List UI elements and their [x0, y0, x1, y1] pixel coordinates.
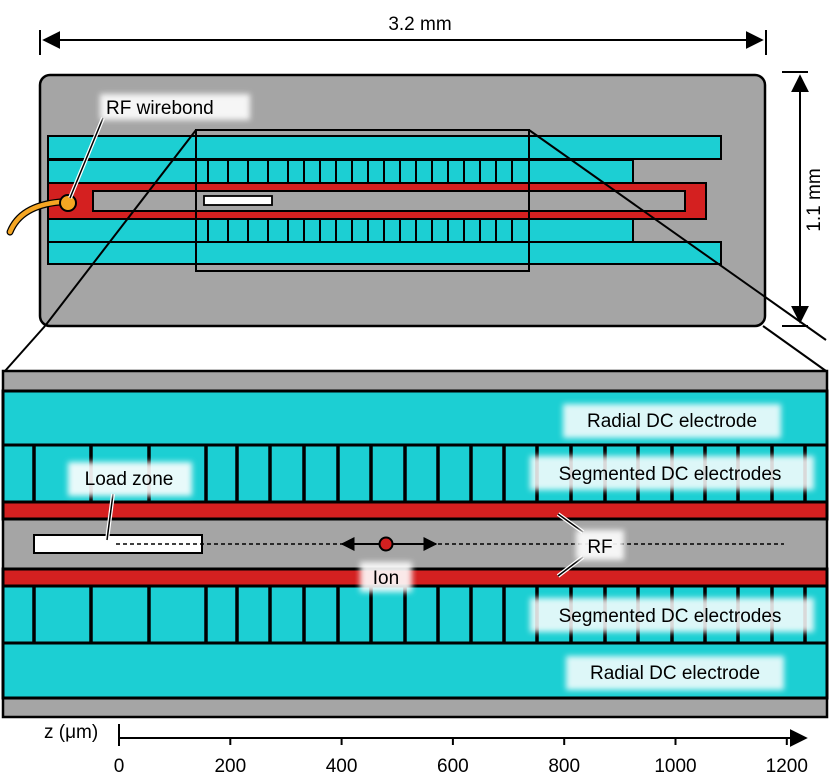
z-axis-tick-label: 800 — [548, 756, 580, 777]
height-label: 1.1 mm — [804, 168, 825, 231]
z-axis-label: z (μm) — [44, 722, 98, 743]
height-dimension: 1.1 mm — [782, 71, 825, 327]
segmented-dc-label-bottom: Segmented DC electrodes — [559, 606, 782, 627]
radial-dc-label-top: Radial DC electrode — [587, 411, 757, 432]
wirebond-pad — [59, 194, 77, 212]
z-axis-tick-label: 1200 — [766, 756, 808, 777]
trap-slot-overview — [92, 190, 686, 212]
ion — [378, 536, 394, 552]
radial-dc-label-bottom: Radial DC electrode — [590, 663, 760, 684]
load-zone-overview — [203, 195, 273, 206]
rf-label: RF — [587, 537, 612, 558]
segment-gaps-bottom — [32, 586, 807, 643]
rf-wirebond-label: RF wirebond — [106, 98, 214, 119]
rf-electrode-top — [1, 500, 829, 521]
radial-dc-electrode-bottom-overview — [47, 241, 722, 265]
ion-label: Ion — [373, 568, 399, 589]
chip-overview: RF wirebond — [6, 73, 767, 328]
segment-dividers-overview — [207, 160, 513, 242]
z-axis-tick-label: 200 — [214, 756, 246, 777]
width-label: 3.2 mm — [388, 14, 451, 35]
z-axis-ticks: 0 200 400 600 800 1000 1200 — [114, 738, 808, 777]
zoom-projection-lines — [4, 129, 827, 372]
z-axis: z (μm) 0 200 400 600 800 1000 1200 — [44, 722, 808, 777]
load-zone-label: Load zone — [85, 469, 174, 490]
zoom-window — [195, 129, 530, 272]
segmented-dc-label-top: Segmented DC electrodes — [559, 464, 782, 485]
width-dimension: 3.2 mm — [39, 14, 767, 55]
zoomed-detail: Radial DC electrode Segmented DC electro… — [1, 369, 829, 719]
segmented-dc-bar-top-overview — [47, 159, 634, 184]
rf-electrode-bottom — [1, 567, 829, 588]
z-axis-tick-label: 400 — [326, 756, 358, 777]
radial-dc-electrode-top-overview — [47, 135, 722, 160]
z-axis-tick-label: 0 — [114, 756, 125, 777]
z-axis-tick-label: 1000 — [654, 756, 696, 777]
z-axis-tick-label: 600 — [437, 756, 469, 777]
segmented-dc-bar-bottom-overview — [47, 218, 634, 243]
